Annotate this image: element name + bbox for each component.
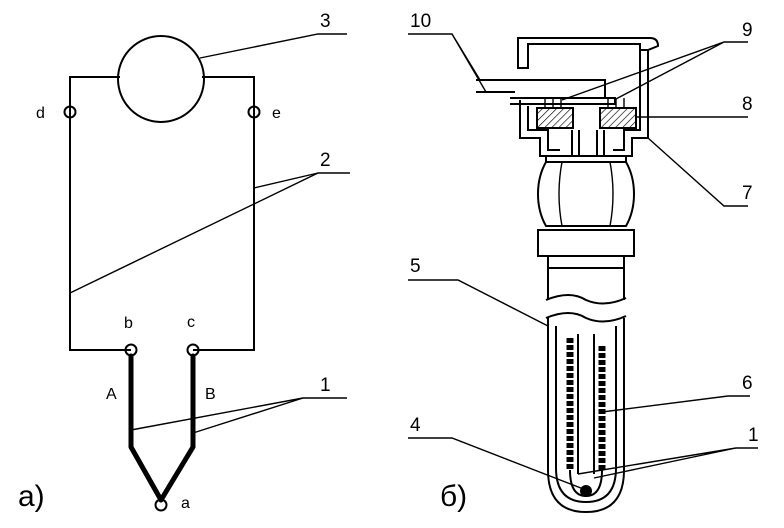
head-cover — [517, 37, 660, 69]
connecting-wire-right — [193, 76, 255, 351]
head-body-left — [519, 100, 546, 157]
callout-4: 4 — [410, 415, 421, 436]
callout-5: 5 — [410, 256, 421, 277]
leader-1 — [130, 397, 347, 431]
hex-nut-top — [545, 155, 627, 163]
label-a: a — [181, 495, 190, 512]
leader-4 — [408, 437, 587, 491]
leader-3 — [199, 33, 347, 59]
label-d: d — [36, 105, 45, 122]
sheath-break-bottom — [545, 312, 627, 323]
hot-junction-a — [154, 498, 168, 512]
leader-7 — [647, 137, 748, 207]
connecting-wire-left — [69, 76, 131, 351]
caption-b: б) — [440, 480, 467, 513]
thermoelectrode-a-wire — [128, 353, 164, 503]
label-wire-a: A — [106, 386, 117, 403]
protective-tube-inner — [555, 326, 617, 504]
sheath-break-top — [545, 294, 627, 305]
label-c: c — [187, 314, 195, 331]
leader-6 — [601, 395, 750, 413]
thermoelectrodes — [577, 334, 595, 474]
callout-3: 3 — [320, 11, 331, 32]
callout-1-right: 1 — [748, 425, 759, 446]
thermocouple-assembly: 10 9 8 7 5 6 4 1 б) — [408, 11, 759, 514]
fitting-lower — [547, 256, 625, 269]
terminal-d — [63, 105, 77, 119]
leader-5 — [408, 279, 549, 327]
circuit-schematic: d e b c A B a 3 2 1 a) — [18, 11, 350, 513]
head-body-outer — [627, 50, 649, 157]
terminal-block-left — [536, 107, 574, 129]
leader-2b — [253, 172, 319, 189]
terminal-leads — [571, 130, 605, 156]
callout-9: 9 — [742, 20, 753, 41]
callout-8: 8 — [742, 94, 753, 115]
leader-9 — [561, 41, 748, 101]
caption-a: a) — [18, 480, 45, 513]
hex-nut-faces — [558, 161, 614, 227]
hot-junction — [580, 485, 592, 497]
label-wire-b: B — [205, 386, 216, 403]
leader-2 — [69, 172, 350, 294]
callout-7: 7 — [742, 183, 753, 204]
threaded-fitting — [537, 229, 635, 257]
leader-10 — [408, 33, 487, 93]
protective-tube — [547, 318, 625, 514]
label-b: b — [124, 315, 133, 332]
callout-10: 10 — [410, 11, 431, 32]
callout-6: 6 — [742, 373, 753, 394]
leader-1b — [192, 397, 304, 434]
entry-wire-upper — [476, 79, 606, 98]
label-e: e — [272, 105, 281, 122]
terminal-e — [247, 105, 261, 119]
measuring-instrument — [117, 35, 205, 123]
head-body-left-inner — [527, 106, 560, 151]
head-top-plate — [510, 97, 616, 105]
sheath-upper — [547, 268, 625, 300]
callout-1-left: 1 — [320, 375, 331, 396]
leader-1-right — [577, 447, 758, 479]
thermoelectrode-b-wire — [158, 353, 196, 503]
head-body-inner — [613, 50, 641, 151]
terminal-block-right — [599, 107, 637, 129]
terminal-screw-left — [544, 98, 562, 108]
hex-nut — [536, 161, 636, 227]
callout-2: 2 — [320, 150, 331, 171]
